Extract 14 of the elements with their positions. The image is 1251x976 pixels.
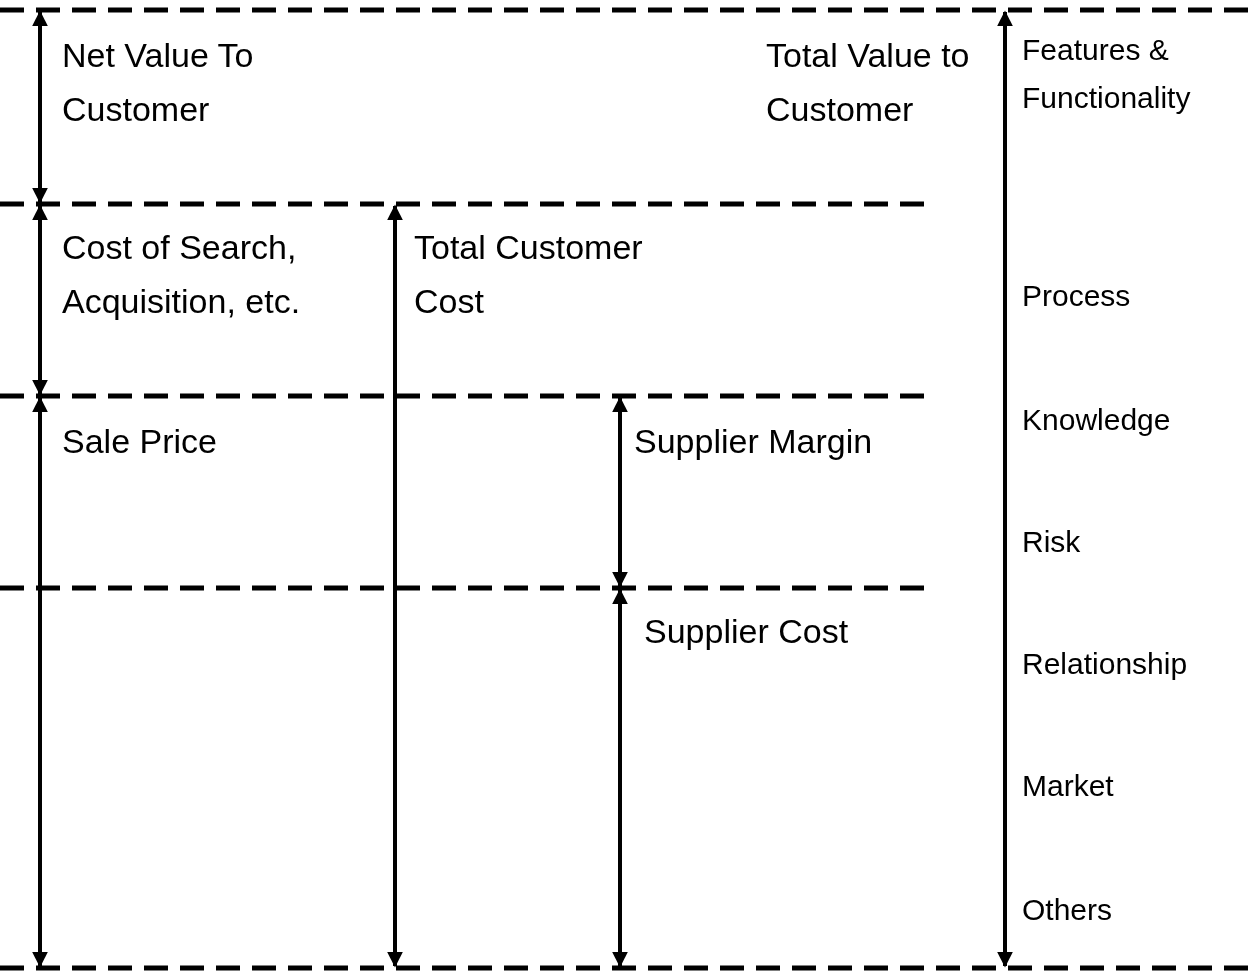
measure-label: Features & Functionality [1022, 32, 1191, 116]
measure-label: Cost of Search, Acquisition, etc. [62, 227, 302, 323]
measure-label: Sale Price [62, 421, 217, 462]
measure-label: Others [1022, 892, 1113, 928]
measure-label: Market [1022, 768, 1114, 804]
measure-label: Total Customer Cost [414, 227, 644, 323]
measure-label: Supplier Cost [644, 611, 849, 652]
measure-label: Knowledge [1022, 402, 1171, 438]
measure-label: Net Value To Customer [62, 35, 255, 131]
measure-label: Process [1022, 278, 1131, 314]
measure-label: Total Value to Customer [766, 35, 971, 131]
measure-label: Supplier Margin [634, 421, 873, 462]
measure-label: Relationship [1022, 646, 1188, 682]
measure-label: Risk [1022, 524, 1081, 560]
